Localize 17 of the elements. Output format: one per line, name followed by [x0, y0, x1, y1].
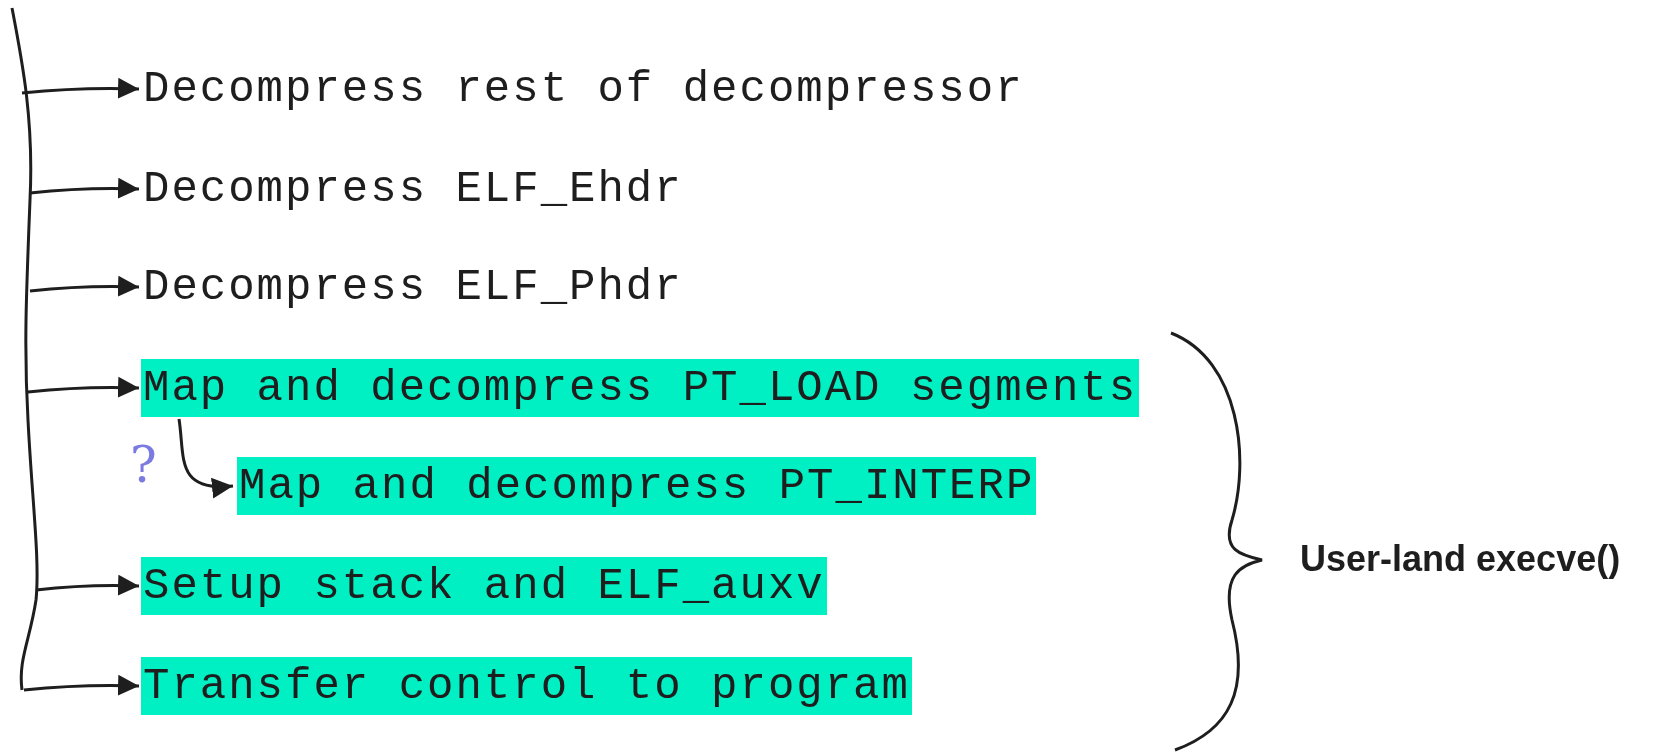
arrow [21, 77, 140, 99]
highlighted-step-label: Map and decompress PT_INTERP [237, 457, 1037, 515]
highlighted-step-label: Setup stack and ELF_auxv [141, 557, 827, 615]
arrow [27, 376, 140, 398]
arrow [29, 177, 140, 199]
arrow [23, 674, 140, 696]
trunk-line [10, 7, 39, 691]
brace-label: User-land execve() [1300, 538, 1621, 580]
highlighted-step-label: Transfer control to program [141, 657, 912, 715]
step-label: Decompress ELF_Phdr [141, 258, 685, 316]
arrow [29, 275, 140, 297]
step-label: Decompress ELF_Ehdr [141, 160, 685, 218]
arrow [35, 574, 140, 596]
question-mark: ? [130, 436, 157, 494]
arrow [177, 418, 234, 498]
highlighted-step-label: Map and decompress PT_LOAD segments [141, 359, 1140, 417]
step-label: Decompress rest of decompressor [141, 60, 1026, 118]
